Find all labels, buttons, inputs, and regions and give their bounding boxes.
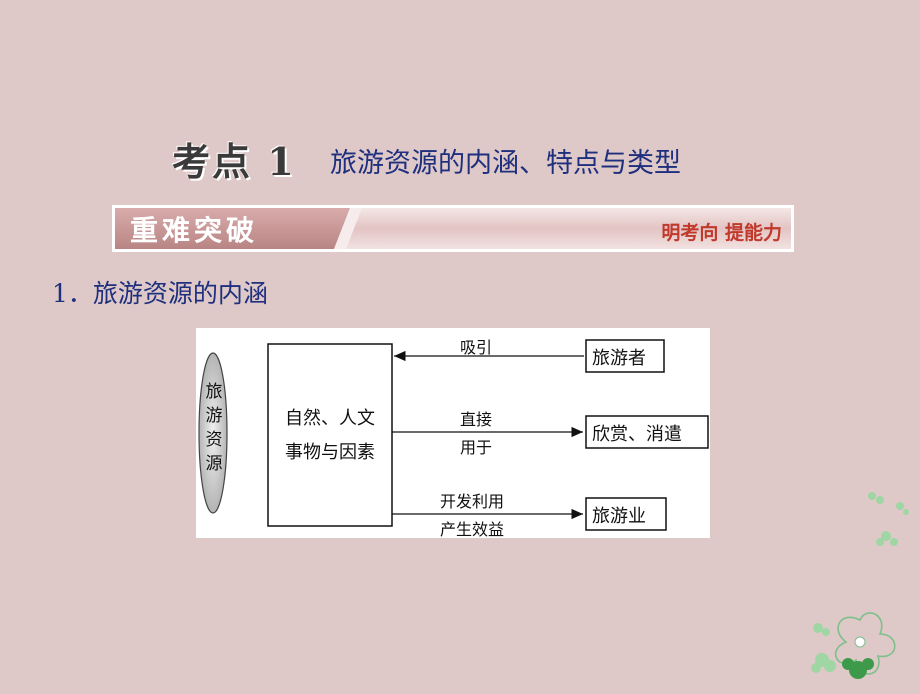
target-industry: 旅游业 xyxy=(592,506,646,527)
target-box-enjoy xyxy=(585,415,709,449)
section-title: 旅游资源的内涵、特点与类型 xyxy=(330,148,681,179)
center-line-1: 自然、人文 xyxy=(285,408,375,429)
center-label: 自然、人文 事物与因素 xyxy=(268,402,392,470)
section-label: 考点 1 xyxy=(172,139,296,184)
source-label: 旅游资源 xyxy=(202,380,226,476)
edge-label-attract: 吸引 xyxy=(460,338,493,357)
banner-right-text: 明考向 提能力 xyxy=(661,222,782,244)
edge-label-develop-1: 开发利用 xyxy=(440,492,505,511)
source-text: 旅游资源 xyxy=(205,382,223,474)
banner: 重难突破 明考向 提能力 xyxy=(112,205,794,252)
target-box-tourist xyxy=(585,339,665,373)
subsection-heading: 1．旅游资源的内涵 xyxy=(52,279,268,308)
target-tourist: 旅游者 xyxy=(592,348,646,369)
center-line-2: 事物与因素 xyxy=(285,442,375,463)
target-enjoy: 欣赏、消遣 xyxy=(592,424,682,445)
banner-background xyxy=(112,205,794,252)
concept-diagram: 旅游资源 自然、人文 事物与因素 吸引 直接 用于 开发利用 产生效益 旅游者 … xyxy=(196,328,710,539)
edge-label-direct-2: 用于 xyxy=(460,438,493,457)
diagram-shapes xyxy=(198,339,709,531)
flower-icon xyxy=(811,492,909,679)
banner-left-text: 重难突破 xyxy=(130,214,259,247)
edge-label-direct-1: 直接 xyxy=(460,410,493,429)
center-box xyxy=(267,343,393,527)
edge-label-develop-2: 产生效益 xyxy=(440,520,505,539)
source-oval xyxy=(198,352,228,514)
flower-decoration xyxy=(800,470,920,694)
target-box-industry xyxy=(585,497,667,531)
